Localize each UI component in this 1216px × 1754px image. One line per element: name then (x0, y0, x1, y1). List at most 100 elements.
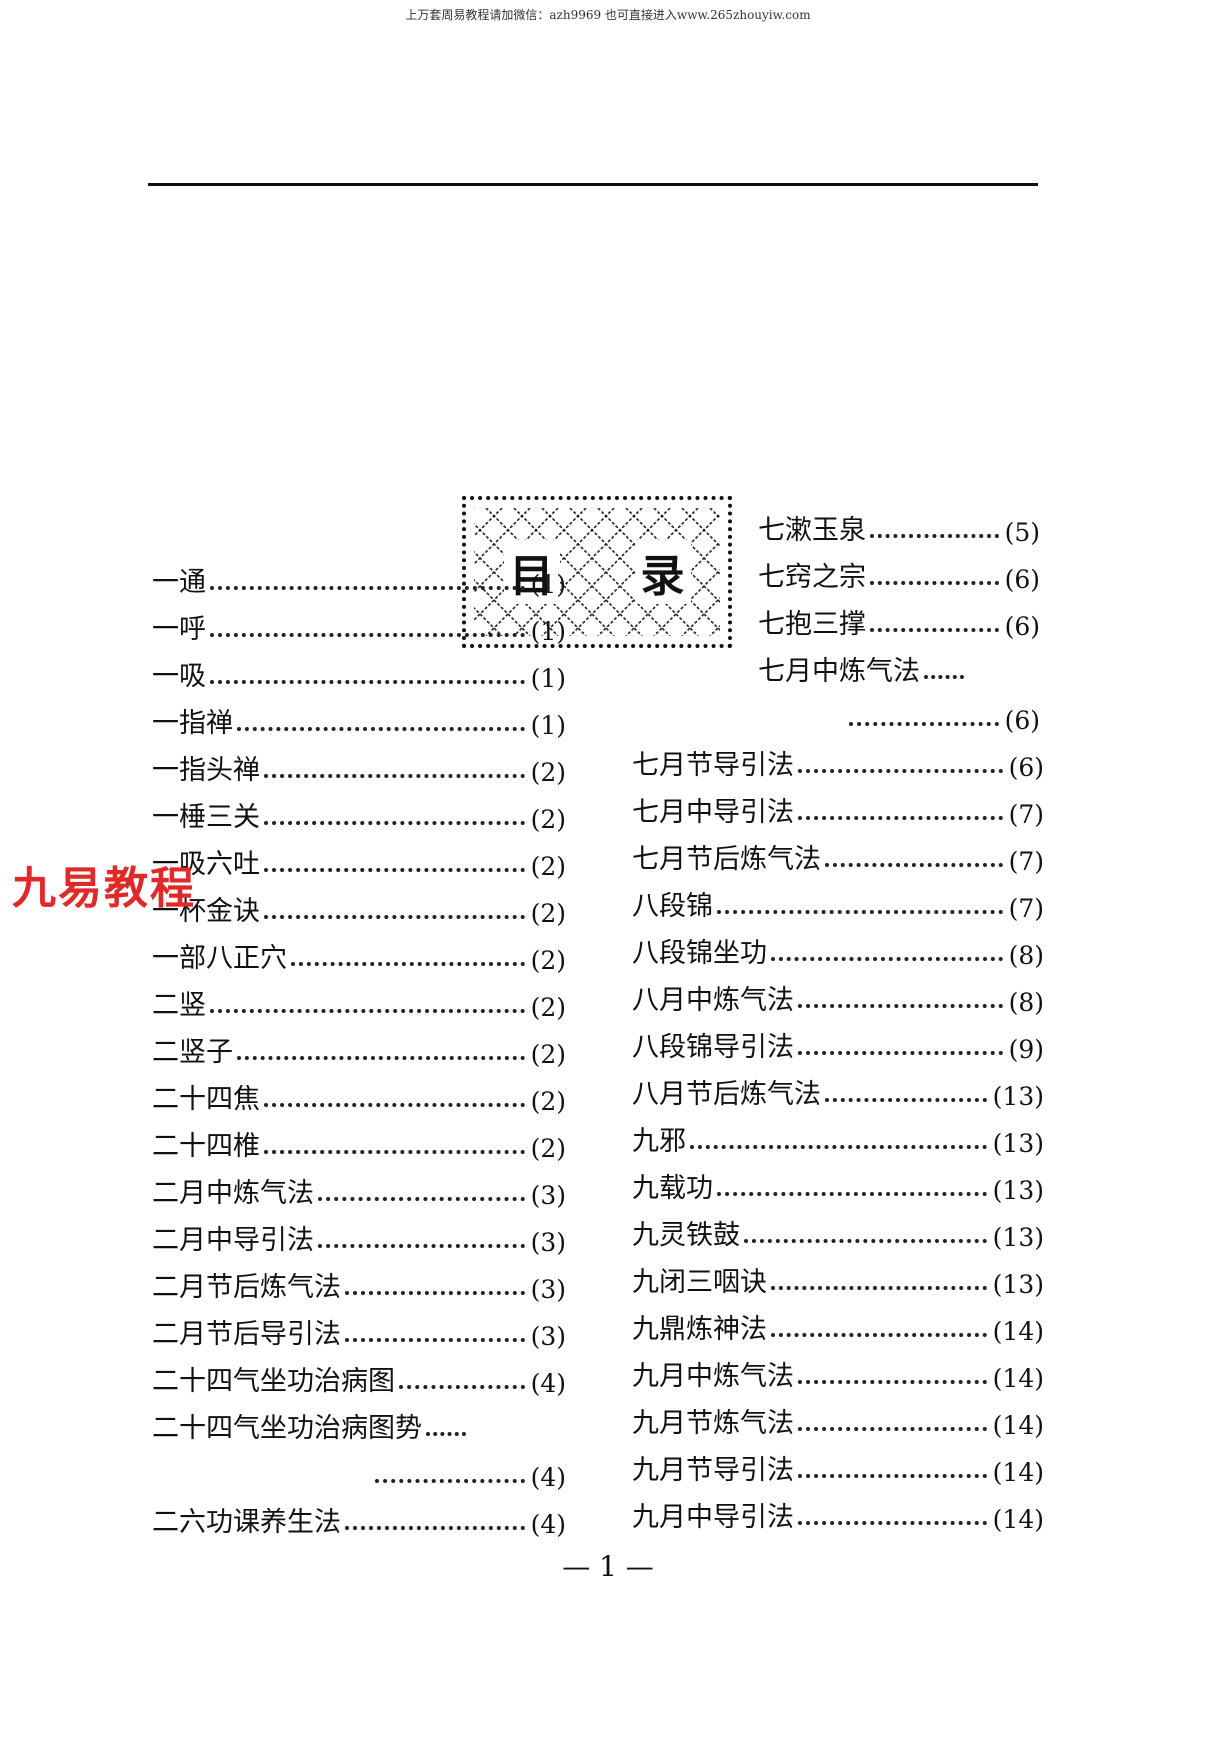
dot-leader (345, 1526, 525, 1530)
toc-entry-title: 八段锦坐功 (632, 938, 767, 969)
dot-leader (210, 633, 525, 637)
dot-leader (318, 1197, 525, 1201)
dot-leader (264, 821, 525, 825)
toc-entry: (6) (758, 688, 1040, 735)
toc-entry-page: (1) (530, 711, 566, 740)
dot-leader (291, 962, 525, 966)
toc-entry-page: (14) (992, 1411, 1044, 1440)
toc-entry-page: (2) (530, 1040, 566, 1069)
toc-entry-title: 二月节后导引法 (152, 1319, 341, 1350)
toc-entry-page: (2) (530, 805, 566, 834)
dot-leader (798, 1380, 987, 1384)
toc-entry: 二月中导引法 (3) (152, 1210, 566, 1257)
dot-leader (924, 675, 964, 679)
top-rule (148, 183, 1038, 186)
toc-entry-title: 七月节后炼气法 (632, 844, 821, 875)
toc-entry: 八月节后炼气法(13) (632, 1064, 1044, 1111)
title-char-2: 录 (634, 540, 691, 604)
toc-entry-page: (3) (530, 1322, 566, 1351)
toc-entry-page: (6) (1004, 612, 1040, 641)
toc-entry-title: 二十四气坐功治病图势 (152, 1413, 422, 1444)
dot-leader (399, 1385, 525, 1389)
toc-entry: 九月中导引法(14) (632, 1487, 1044, 1534)
toc-entry-page: (3) (530, 1228, 566, 1257)
toc-entry-title: 七月中导引法 (632, 797, 794, 828)
toc-entry: 七月节导引法(6) (632, 735, 1044, 782)
toc-entry-page: (13) (992, 1176, 1044, 1205)
dot-leader (798, 1004, 1003, 1008)
dot-leader (426, 1432, 466, 1436)
toc-entry-page: (7) (1008, 800, 1044, 829)
toc-entry-title: 一吸 (152, 661, 206, 692)
dot-leader (870, 534, 999, 538)
dot-leader (771, 957, 1003, 961)
toc-right-column-top: 七漱玉泉(5)七窍之宗(6)七抱三撑(6)七月中炼气法(6) (758, 500, 1040, 735)
toc-entry-title: 八段锦 (632, 891, 713, 922)
toc-entry-page: (6) (1004, 706, 1040, 735)
toc-entry-title: 二竖 (152, 990, 206, 1021)
toc-entry-title: 八月中炼气法 (632, 985, 794, 1016)
header-note: 上万套周易教程请加微信：azh9969 也可直接进入www.265zhouyiw… (405, 8, 811, 22)
toc-entry: 七月节后炼气法 (7) (632, 829, 1044, 876)
page-number: — 1 — (562, 1550, 654, 1583)
watermark: 九易教程 (12, 863, 196, 914)
toc-left-column: 一通(1)一呼(1)一吸(1)一指禅(1)一指头禅(2)一棰三关(2)一吸六吐(… (152, 552, 566, 1539)
toc-entry-page: (8) (1008, 941, 1044, 970)
toc-entry: 九月中炼气法(14) (632, 1346, 1044, 1393)
toc-entry: 二月中炼气法 (3) (152, 1163, 566, 1210)
toc-entry-title: 一通 (152, 567, 206, 598)
toc-entry-page: (8) (1008, 988, 1044, 1017)
dot-leader (264, 868, 525, 872)
toc-entry-page: (14) (992, 1458, 1044, 1487)
toc-entry-title: 九月中炼气法 (632, 1361, 794, 1392)
toc-entry-title: 七月节导引法 (632, 750, 794, 781)
dot-leader (318, 1244, 525, 1248)
title-box: 目 录 (462, 496, 732, 648)
toc-entry-page: (5) (1004, 518, 1040, 547)
toc-entry: 八段锦坐功 (8) (632, 923, 1044, 970)
dot-leader (798, 1521, 987, 1525)
toc-entry-title: 七窍之宗 (758, 562, 866, 593)
toc-entry-page: (7) (1008, 847, 1044, 876)
toc-entry-title: 二月中炼气法 (152, 1178, 314, 1209)
dot-leader (264, 915, 525, 919)
toc-entry: 一指头禅(2) (152, 740, 566, 787)
toc-entry-page: (14) (992, 1317, 1044, 1346)
toc-entry-title: 一呼 (152, 614, 206, 645)
toc-entry-title: 二十四气坐功治病图 (152, 1366, 395, 1397)
dot-leader (264, 1150, 525, 1154)
toc-entry-title: 一棰三关 (152, 802, 260, 833)
toc-entry-title: 二月中导引法 (152, 1225, 314, 1256)
dot-leader (345, 1291, 525, 1295)
toc-entry-page: (13) (992, 1223, 1044, 1252)
toc-entry-page: (4) (530, 1369, 566, 1398)
toc-entry-page: (1) (530, 617, 566, 646)
toc-entry: 二竖子(2) (152, 1022, 566, 1069)
toc-entry-title: 七月中炼气法 (758, 656, 920, 687)
toc-entry-title: 一吸六吐 (152, 849, 260, 880)
dot-leader (210, 586, 525, 590)
toc-entry: 一指禅 (1) (152, 693, 566, 740)
dot-leader (717, 910, 1003, 914)
toc-entry-title: 九月节炼气法 (632, 1408, 794, 1439)
dot-leader (771, 1286, 987, 1290)
toc-entry: 九闭三咽诀(13) (632, 1252, 1044, 1299)
dot-leader (798, 1427, 987, 1431)
toc-entry-title: 一指禅 (152, 708, 233, 739)
toc-entry: 一吸 (1) (152, 646, 566, 693)
toc-entry-page: (1) (530, 664, 566, 693)
dot-leader (717, 1192, 987, 1196)
dot-leader (825, 863, 1003, 867)
toc-entry-page: (4) (530, 1463, 566, 1492)
toc-entry-title: 九鼎炼神法 (632, 1314, 767, 1345)
toc-entry-page: (7) (1008, 894, 1044, 923)
toc-entry: 二十四气坐功治病图 (4) (152, 1351, 566, 1398)
toc-entry-title: 一部八正穴 (152, 943, 287, 974)
toc-entry-page: (3) (530, 1181, 566, 1210)
toc-entry: (4) (152, 1445, 566, 1492)
toc-entry-page: (2) (530, 758, 566, 787)
dot-leader (825, 1098, 987, 1102)
toc-entry: 二竖(2) (152, 975, 566, 1022)
toc-entry-title: 九载功 (632, 1173, 713, 1204)
toc-entry-page: (2) (530, 946, 566, 975)
